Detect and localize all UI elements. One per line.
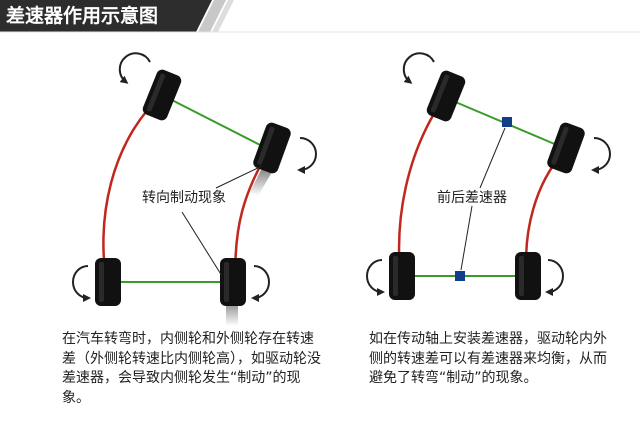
front-axle (161, 94, 271, 151)
tire-front-left (142, 69, 182, 121)
rotation-arrow-icon (591, 137, 611, 174)
left-panel: 转向制动现象 (72, 52, 317, 326)
tire-front-right (253, 122, 291, 174)
pointer-line (181, 211, 223, 277)
pointer-line (215, 165, 263, 189)
left-caption: 在汽车转弯时，内侧轮和外侧轮存在转速差（外侧轮转速比内侧轮高），如驱动轮没差速器… (62, 331, 321, 406)
header-bar (0, 0, 640, 33)
pointer-line (460, 205, 473, 271)
tire-rear-right (515, 252, 541, 300)
rotation-arrow-icon (251, 265, 270, 302)
rotation-arrow-icon (545, 259, 564, 296)
front-differential-icon (502, 117, 512, 127)
skid-mark (226, 300, 238, 326)
rear-differential-icon (455, 271, 465, 281)
tire-rear-left (95, 258, 121, 306)
rotation-arrow-icon (72, 265, 91, 302)
tire-front-left (426, 70, 466, 122)
rotation-arrow-icon (297, 137, 317, 174)
rotation-arrow-icon (366, 259, 385, 296)
rotation-arrow-icon (118, 52, 151, 84)
right-caption: 如在传动轴上安装差速器，驱动轮内外侧的转速差可以有差速器来均衡，从而避免了转弯“… (369, 331, 607, 386)
left-panel-label: 转向制动现象 (142, 190, 226, 206)
skid-mark (250, 168, 272, 196)
rotation-arrow-icon (402, 52, 435, 84)
tire-rear-left (389, 252, 415, 300)
right-panel-label: 前后差速器 (437, 189, 507, 206)
tire-front-right (547, 122, 585, 174)
pointer-line (479, 127, 506, 189)
right-panel: 前后差速器 (366, 52, 611, 300)
page-title: 差速器作用示意图 (6, 5, 159, 27)
tire-rear-right (220, 258, 246, 306)
